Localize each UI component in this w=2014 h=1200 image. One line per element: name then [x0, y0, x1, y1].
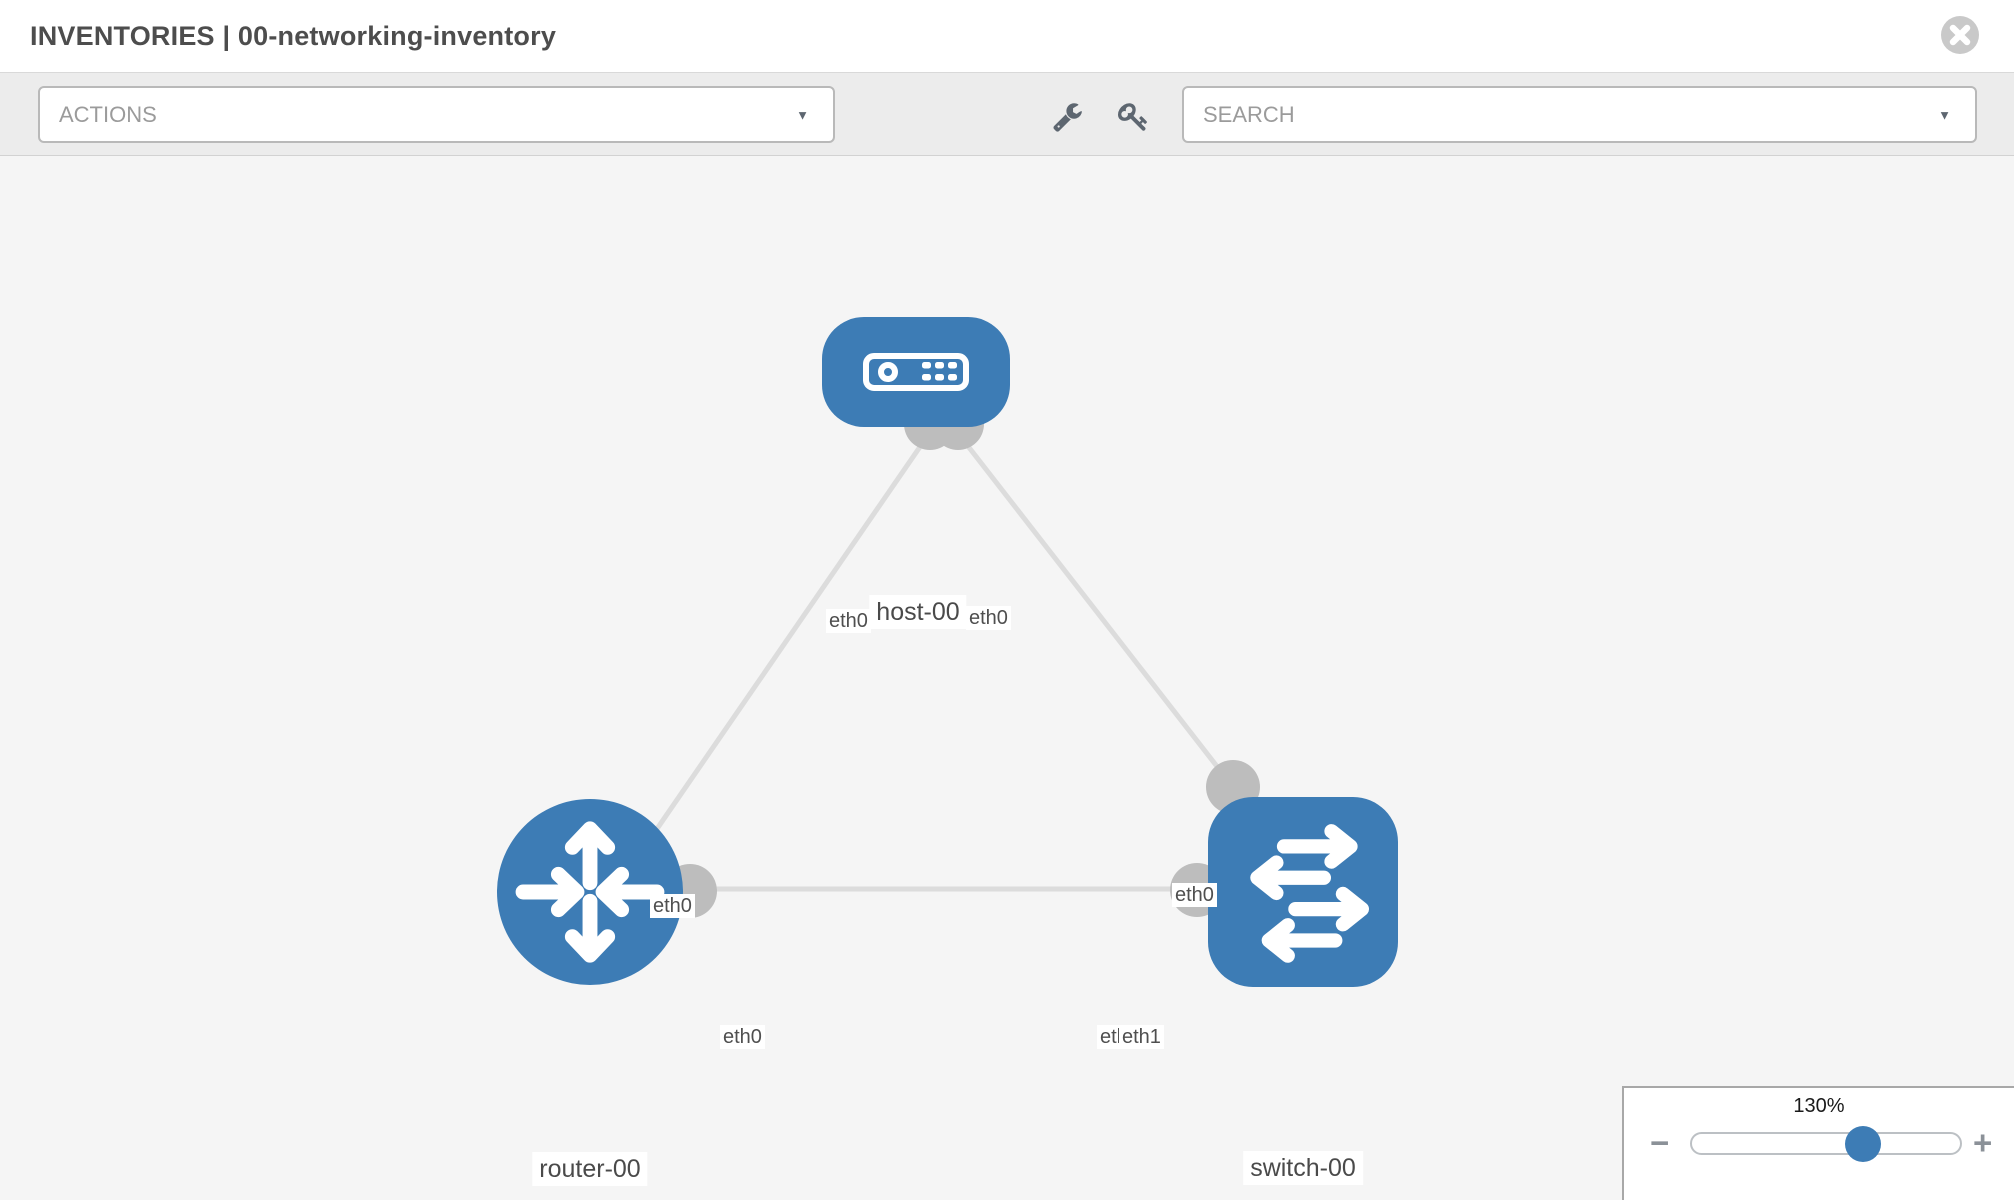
close-button[interactable]	[1939, 14, 1981, 56]
topology-svg	[497, 317, 1398, 987]
tools-button[interactable]	[1048, 97, 1086, 135]
key-icon	[1117, 102, 1147, 131]
router-icon	[515, 821, 665, 963]
node-switch-00[interactable]	[1208, 797, 1398, 987]
switch-icon	[1250, 824, 1370, 963]
node-label-host-00: host-00	[869, 595, 967, 629]
link-host00-switch00	[948, 421, 1235, 789]
search-placeholder: SEARCH	[1203, 101, 1295, 127]
actions-dropdown[interactable]: ACTIONS ▼	[38, 86, 835, 143]
node-router-00[interactable]	[497, 799, 683, 985]
window-header: INVENTORIES | 00-networking-inventory	[0, 0, 2014, 73]
link-host00-router00	[605, 423, 938, 902]
page-title: INVENTORIES | 00-networking-inventory	[30, 21, 557, 51]
topology-canvas[interactable]: eth0 eth0 eth0 eth0 eth0 eth0 eth1 host-…	[0, 156, 2014, 1200]
interface-label: eth0	[966, 606, 1011, 630]
zoom-slider-thumb[interactable]	[1845, 1125, 1881, 1162]
actions-dropdown-label: ACTIONS	[59, 101, 157, 127]
interface-label: eth0	[720, 1025, 765, 1049]
interface-label: eth0	[650, 894, 695, 918]
node-label-router-00: router-00	[532, 1152, 648, 1186]
wrench-icon	[1052, 102, 1082, 132]
interface-label: eth1	[1119, 1025, 1164, 1049]
node-label-switch-00: switch-00	[1243, 1151, 1363, 1185]
interface-label: eth0	[826, 609, 871, 633]
search-dropdown[interactable]: SEARCH ▼	[1182, 86, 1977, 143]
node-host-00[interactable]	[822, 317, 1010, 427]
zoom-out-button[interactable]: −	[1650, 1124, 1670, 1161]
chevron-down-icon: ▼	[796, 107, 809, 122]
chevron-down-icon: ▼	[1938, 107, 1951, 122]
close-icon	[1941, 16, 1979, 54]
zoom-panel: 130% − +	[1622, 1086, 2014, 1200]
host-icon	[863, 353, 969, 391]
zoom-level-value: 130%	[1793, 1095, 1845, 1117]
zoom-in-button[interactable]: +	[1973, 1124, 1993, 1161]
credentials-button[interactable]	[1114, 97, 1152, 135]
zoom-slider-track[interactable]	[1690, 1125, 1962, 1162]
interface-label: eth0	[1172, 883, 1217, 907]
